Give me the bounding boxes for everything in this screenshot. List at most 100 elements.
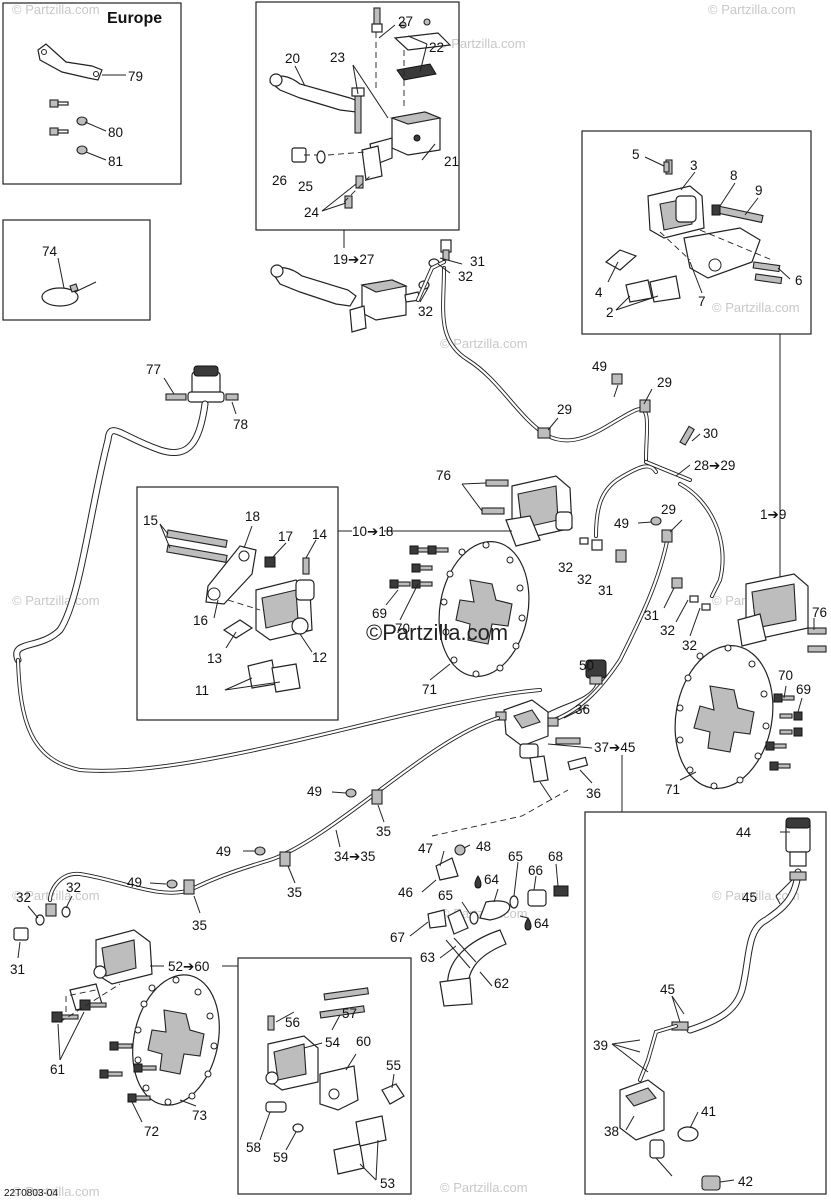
callout-29: 29	[657, 375, 672, 390]
watermark: © Partzilla.com	[438, 36, 526, 51]
bleeder-56	[267, 1015, 275, 1031]
callout-28-29: 28➔29	[694, 458, 735, 473]
callout-29: 29	[557, 402, 572, 417]
master-cylinder-box	[255, 1, 460, 231]
lubricant-drop-icon	[524, 917, 532, 931]
callout-32: 32	[577, 572, 592, 587]
front-left-caliper-12	[255, 579, 315, 641]
callout-10-18: 10➔18	[352, 524, 393, 539]
callout-19-27: 19➔27	[333, 252, 374, 267]
clip-35	[183, 879, 195, 895]
callout-36: 36	[586, 786, 601, 801]
callout-20: 20	[285, 51, 300, 66]
callout-77: 77	[146, 362, 161, 377]
callout-11: 11	[195, 683, 209, 698]
clip-35	[371, 789, 383, 805]
callout-9: 9	[755, 183, 763, 198]
callout-49: 49	[127, 875, 142, 890]
callout-80: 80	[108, 125, 123, 140]
cap-41	[677, 1126, 699, 1142]
callout-72: 72	[144, 1124, 159, 1139]
banjo-fittings-center	[579, 537, 711, 611]
callout-71: 71	[665, 782, 680, 797]
callout-62: 62	[494, 976, 509, 991]
callout-5: 5	[632, 147, 640, 162]
callout-18: 18	[245, 509, 260, 524]
pins-15	[166, 529, 228, 563]
pads-53	[333, 1115, 387, 1175]
clip-49	[345, 788, 357, 798]
watermark: © Partzilla.com	[12, 1184, 100, 1199]
watermark: © Partzilla.com	[440, 336, 528, 351]
callout-49: 49	[592, 359, 607, 374]
callout-67: 67	[390, 930, 405, 945]
callout-2: 2	[606, 305, 614, 320]
bolt-5	[663, 161, 670, 173]
grommet-29	[537, 427, 551, 439]
callout-70: 70	[395, 621, 410, 636]
distribution-block	[495, 699, 589, 801]
callout-69: 69	[796, 682, 811, 697]
watermark: © Partzilla.com	[708, 2, 796, 17]
screws-24	[344, 175, 364, 209]
spring-4	[604, 249, 638, 271]
bolts-70	[389, 545, 449, 589]
watermark: © Partzilla.com	[712, 300, 800, 315]
rear-master-cylinder-box	[584, 811, 827, 1195]
handlebar-master-cylinder-assy	[270, 264, 421, 333]
grommet-29	[661, 529, 673, 543]
callout-27: 27	[398, 14, 413, 29]
pins-57	[319, 987, 370, 1019]
callout-17: 17	[278, 529, 293, 544]
callout-31: 31	[470, 254, 485, 269]
callout-64: 64	[534, 916, 550, 931]
callout-13: 13	[207, 651, 222, 666]
callout-16: 16	[193, 613, 208, 628]
boot-42	[701, 1175, 721, 1191]
spring-55	[381, 1083, 405, 1105]
bolt-9	[715, 205, 764, 224]
rear-caliper-assy	[69, 929, 153, 1011]
callout-31: 31	[598, 583, 613, 598]
callout-81: 81	[108, 154, 123, 169]
clip-49	[611, 373, 623, 385]
callout-7: 7	[698, 294, 706, 309]
rear-banjo-fittings	[13, 903, 71, 941]
callout-68: 68	[548, 849, 563, 864]
center-watermark: ©Partzilla.com	[366, 620, 508, 645]
rotor-71	[438, 540, 530, 678]
callout-65: 65	[508, 849, 523, 864]
callout-32: 32	[682, 638, 697, 653]
reservoir-77	[165, 365, 239, 403]
bracket-7	[683, 227, 761, 279]
callout-15: 15	[143, 513, 158, 528]
pad-2	[625, 275, 681, 303]
bleeder-14	[302, 557, 310, 575]
clip-35	[279, 851, 291, 867]
callout-38: 38	[604, 1124, 619, 1139]
cover-22	[393, 18, 452, 81]
callout-37-45: 37➔45	[594, 740, 635, 755]
clamp-box	[2, 219, 151, 321]
bolt-30	[679, 425, 695, 446]
reservoir-44	[785, 817, 811, 867]
callout-61: 61	[50, 1062, 65, 1077]
callout-23: 23	[330, 50, 345, 65]
callout-32: 32	[418, 304, 433, 319]
bolts-61	[51, 999, 107, 1023]
callout-32: 32	[558, 560, 573, 575]
rear-caliper-box	[237, 957, 412, 1195]
callout-41: 41	[701, 1104, 716, 1119]
bolts-70-right	[765, 693, 803, 771]
callout-26: 26	[272, 173, 287, 188]
cable-tie-74	[41, 281, 97, 307]
lubricant-drop-icon	[474, 875, 482, 889]
bracket-16	[205, 545, 257, 605]
callout-42: 42	[738, 1174, 753, 1189]
callout-24: 24	[304, 205, 320, 220]
clip-49	[166, 879, 178, 889]
callout-69: 69	[372, 606, 387, 621]
callout-35: 35	[376, 824, 391, 839]
watermark-layer: © Partzilla.com © Partzilla.com © Partzi…	[12, 2, 800, 1199]
callout-22: 22	[429, 40, 444, 55]
